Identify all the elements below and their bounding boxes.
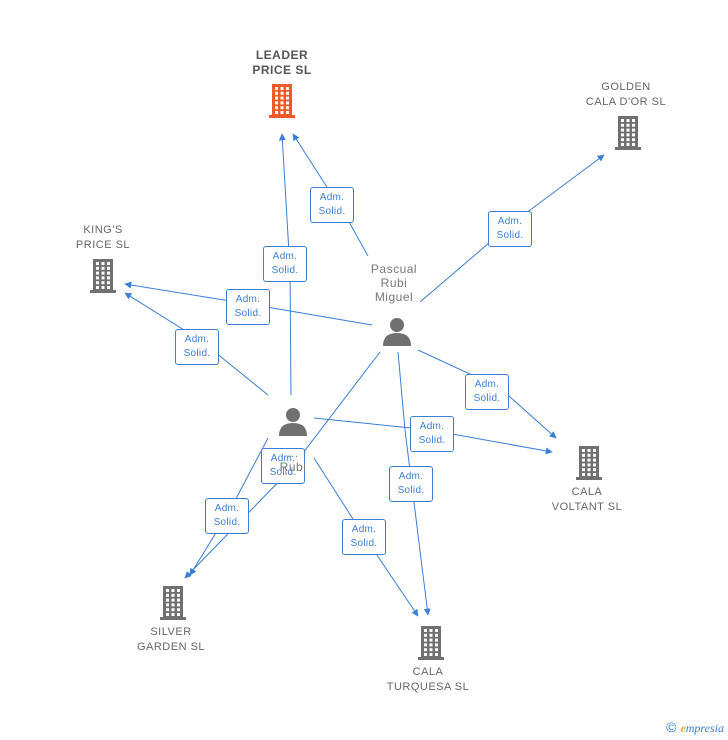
empresia-logo: empresia bbox=[680, 721, 724, 735]
building-icon-golden[interactable] bbox=[615, 116, 641, 150]
company-label-golden[interactable]: GOLDEN CALA D'OR SL bbox=[585, 81, 667, 108]
edge-pascual-to-turquesa bbox=[397, 351, 431, 616]
company-label-kings[interactable]: KING'S PRICE SL bbox=[75, 224, 131, 251]
edge-label-ruiz-silver[interactable]: Adm. Solid. bbox=[205, 498, 249, 534]
person-label-pascual[interactable]: Pascual Rubi Miguel bbox=[370, 262, 418, 304]
person-icon-pascual[interactable] bbox=[383, 318, 411, 346]
company-label-turquesa[interactable]: CALA TURQUESA SL bbox=[386, 666, 470, 693]
edge-label-pascual-silver[interactable]: Adm. Solid. bbox=[261, 448, 305, 484]
building-icon-leader[interactable] bbox=[269, 84, 295, 118]
building-icon-voltant[interactable] bbox=[576, 446, 602, 480]
edge-label-ruiz-voltant[interactable]: Adm. Solid. bbox=[410, 416, 454, 452]
edge-label-pascual-golden[interactable]: Adm. Solid. bbox=[488, 211, 532, 247]
company-label-voltant[interactable]: CALA VOLTANT SL bbox=[551, 486, 623, 513]
building-icon-kings[interactable] bbox=[90, 259, 116, 293]
edge-label-pascual-turquesa[interactable]: Adm. Solid. bbox=[389, 466, 433, 502]
edge-label-ruiz-leader[interactable]: Adm. Solid. bbox=[263, 246, 307, 282]
person-label-ruiz[interactable]: ... Rubi bbox=[279, 446, 307, 474]
edge-label-pascual-kings[interactable]: Adm. Solid. bbox=[226, 289, 270, 325]
building-icon-silver[interactable] bbox=[160, 586, 186, 620]
building-icon-turquesa[interactable] bbox=[418, 626, 444, 660]
edge-label-ruiz-turquesa[interactable]: Adm. Solid. bbox=[342, 519, 386, 555]
edge-label-pascual-voltant[interactable]: Adm. Solid. bbox=[465, 374, 509, 410]
edge-label-ruiz-kings[interactable]: Adm. Solid. bbox=[175, 329, 219, 365]
empresia-footer: ©empresia bbox=[666, 719, 724, 736]
copyright-icon: © bbox=[666, 719, 677, 735]
edge-label-pascual-leader[interactable]: Adm. Solid. bbox=[310, 187, 354, 223]
company-label-silver[interactable]: SILVER GARDEN SL bbox=[136, 626, 206, 653]
company-label-leader[interactable]: LEADER PRICE SL bbox=[252, 48, 312, 77]
person-icon-ruiz[interactable] bbox=[279, 408, 307, 436]
